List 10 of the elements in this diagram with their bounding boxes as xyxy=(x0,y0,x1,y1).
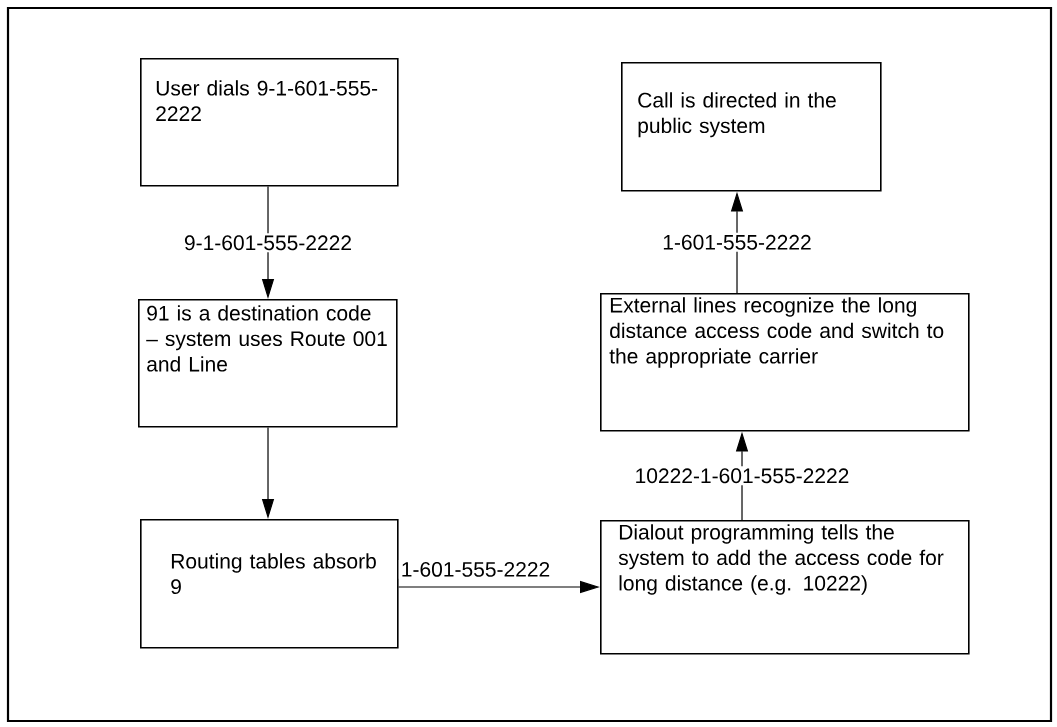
process-box: 91 is a destination code – system uses Route 001 and Line xyxy=(138,299,398,428)
process-box: Routing tables absorb 9 xyxy=(140,519,399,649)
edge-label: 9-1-601-555-2222 xyxy=(181,233,355,253)
process-box: User dials 9-1-601-555-2222 xyxy=(140,58,399,187)
process-box: Call is directed in the public system xyxy=(621,62,882,192)
edge-label: 1-601-555-2222 xyxy=(398,559,553,579)
edge-label: 1-601-555-2222 xyxy=(660,232,814,252)
process-box: External lines recognize the long distance access code and switch to the appropriate carrier xyxy=(600,293,970,432)
process-box: Dialout programming tells the system to add the access code for long distance (e.g. 10222) xyxy=(600,520,970,655)
edge-label: 10222-1-601-555-2222 xyxy=(632,466,852,486)
